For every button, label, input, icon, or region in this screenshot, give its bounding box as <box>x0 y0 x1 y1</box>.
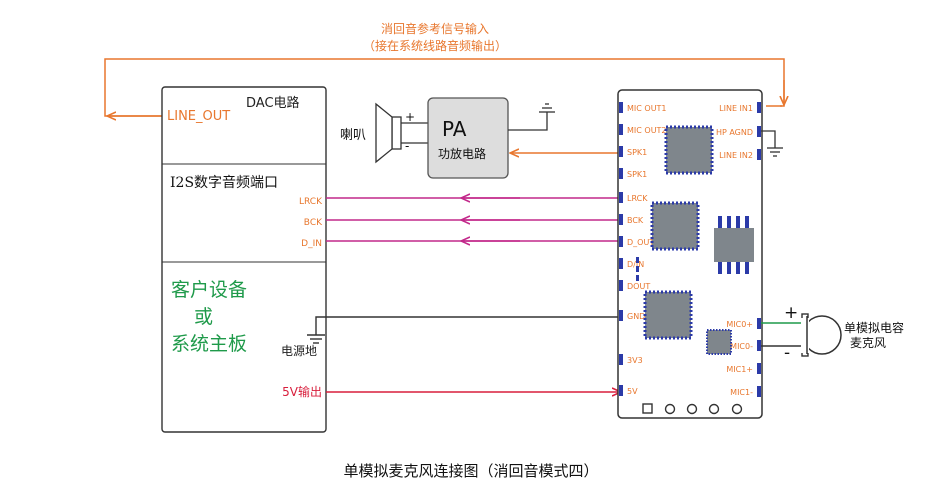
ic-soic-chip <box>714 216 754 274</box>
ic-chip-1 <box>664 125 714 175</box>
ground-line <box>307 316 622 344</box>
pa-ground-icon <box>508 103 555 131</box>
mic-label-line2: 麦克风 <box>850 336 886 350</box>
pin-mic0-plus: MIC0+ <box>726 320 753 329</box>
d-in-label: D_IN <box>301 239 322 249</box>
diagram-caption: 单模拟麦克风连接图（消回音模式四） <box>343 462 598 480</box>
pin-line-in1: LINE IN1 <box>719 104 753 113</box>
pin-5v: 5V <box>627 387 638 396</box>
power-ground-label: 电源地 <box>281 344 317 358</box>
pin-mic-out1: MIC OUT1 <box>627 104 667 113</box>
pin-mic-out2: MIC OUT2 <box>627 126 667 135</box>
pin-spk1-a: SPK1 <box>627 148 647 157</box>
pin-3v3: 3V3 <box>627 356 643 365</box>
line-out-label: LINE_OUT <box>167 109 230 124</box>
system-board-label: 系统主板 <box>171 333 247 355</box>
microphone-wiring <box>761 322 806 347</box>
pa-amplifier-box <box>427 97 509 179</box>
pin-mic0-minus: MIC0- <box>730 342 753 351</box>
module-right-pads <box>757 102 761 397</box>
dac-label: DAC电路 <box>246 95 300 111</box>
pin-gnd: GND <box>627 312 645 321</box>
small-components <box>636 257 639 281</box>
lrck-label: LRCK <box>299 197 323 207</box>
small-ic-chip <box>706 329 732 355</box>
pin-line-in2: LINE IN2 <box>719 151 753 160</box>
echo-ref-title: 消回音参考信号输入 <box>381 21 489 36</box>
echo-ref-subtitle: （接在系统线路音频输出） <box>363 38 507 53</box>
speaker-icon <box>375 102 428 164</box>
pa-label: PA <box>442 117 467 141</box>
customer-device-box <box>161 86 327 433</box>
pin-spk1-b: SPK1 <box>627 170 647 179</box>
pin-mic1-minus: MIC1- <box>730 388 753 397</box>
5v-output-label: 5V输出 <box>282 384 322 399</box>
pin-d-in: D/IN <box>627 260 644 269</box>
customer-or-label: 或 <box>194 306 213 328</box>
hp-agnd-ground-icon <box>761 130 783 157</box>
i2s-label: I2S数字音频端口 <box>170 174 278 191</box>
speaker-minus: - <box>405 139 409 153</box>
mic-plus: + <box>784 303 798 323</box>
mic-label-line1: 单模拟电容 <box>844 320 904 335</box>
module-left-pads <box>619 102 623 396</box>
pin-bck: BCK <box>627 216 644 225</box>
speaker-label: 喇叭 <box>340 128 366 143</box>
pin-d-out: D_OUT <box>627 238 654 247</box>
customer-device-label: 客户设备 <box>171 279 247 301</box>
ic-chip-2 <box>650 201 700 251</box>
module-left-pin-labels: MIC OUT1 MIC OUT2 SPK1 SPK1 LRCK BCK D_O… <box>627 104 667 396</box>
speaker-plus: + <box>405 110 415 124</box>
module-right-pin-labels: LINE IN1 HP AGND LINE IN2 MIC0+ MIC0- MI… <box>716 104 753 397</box>
pin-lrck: LRCK <box>627 194 648 203</box>
pin-hp-agnd: HP AGND <box>716 128 753 137</box>
i2s-signal-lines <box>326 198 622 241</box>
microphone-icon <box>801 313 842 357</box>
echo-reference-path <box>104 58 784 116</box>
ic-chip-3 <box>643 290 693 340</box>
pin-mic1-plus: MIC1+ <box>726 365 753 374</box>
mounting-holes <box>642 403 743 415</box>
mic-minus: - <box>784 343 790 363</box>
bck-label: BCK <box>304 218 323 228</box>
pa-sub-label: 功放电路 <box>438 146 486 161</box>
pin-dout: DOUT <box>627 282 650 291</box>
